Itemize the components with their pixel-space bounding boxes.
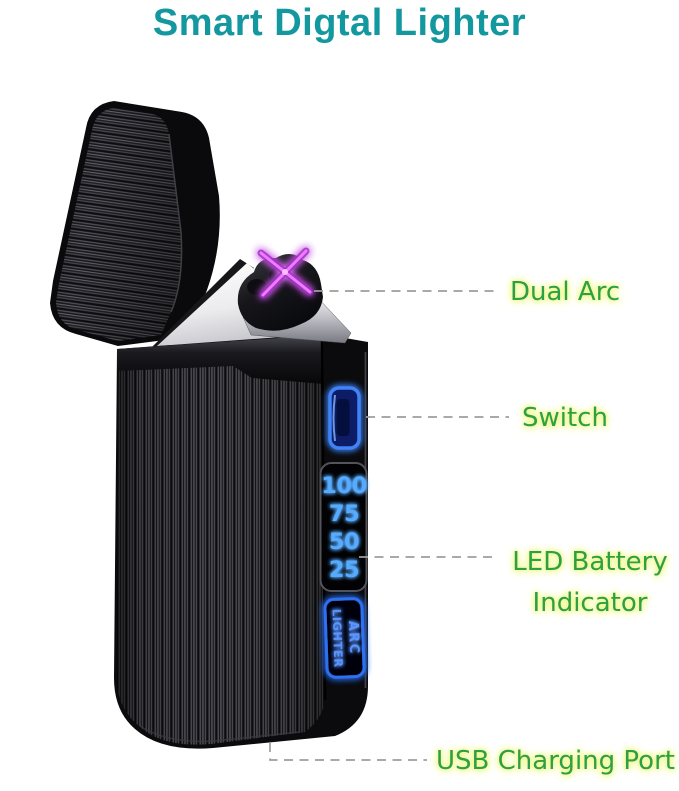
annotation-usb-charging-port: USB Charging Port xyxy=(436,746,675,776)
battery-level-75: 75 xyxy=(329,501,359,527)
dual-arc-spark xyxy=(257,247,314,299)
battery-level-100: 100 xyxy=(321,473,366,499)
lighter-lid xyxy=(50,101,220,346)
annotation-led-battery-line1: LED Battery xyxy=(512,547,668,577)
badge-text-lighter: LIGHTER xyxy=(329,609,345,668)
badge-text-arc: ARC xyxy=(345,620,361,655)
lighter-body xyxy=(114,334,368,749)
body-bottom-sheen xyxy=(139,725,301,743)
body-top-band xyxy=(117,335,324,384)
annotation-led-battery-line2: Indicator xyxy=(532,588,648,618)
battery-indicator-display: 100 75 50 25 xyxy=(319,462,368,592)
annotation-led-battery: LED Battery Indicator xyxy=(496,542,679,624)
battery-level-25: 25 xyxy=(329,557,359,583)
annotation-dual-arc: Dual Arc xyxy=(510,277,621,307)
leader-line-usb xyxy=(269,743,427,761)
lid-edge-highlight xyxy=(168,133,183,313)
page-title: Smart Digtal Lighter xyxy=(152,2,527,44)
annotation-switch: Switch xyxy=(522,403,608,433)
arc-lighter-badge: ARC LIGHTER xyxy=(323,597,366,679)
switch-button xyxy=(328,386,361,450)
battery-level-50: 50 xyxy=(329,529,359,555)
